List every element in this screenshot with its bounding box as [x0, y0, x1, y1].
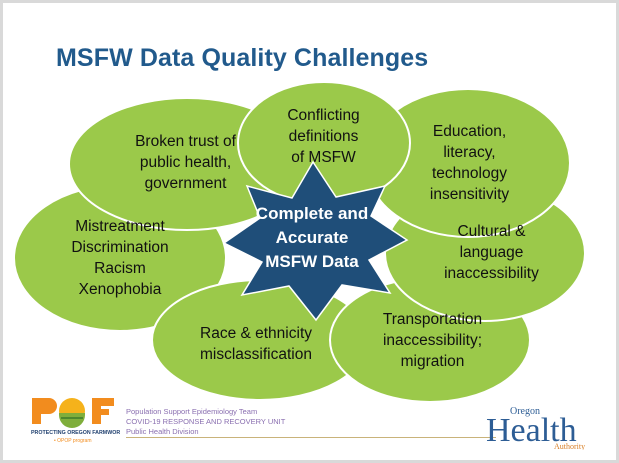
oha-logo-graphic: Oregon Health Authority — [486, 406, 585, 451]
petal-label-cultural: Cultural & language inaccessibility — [444, 223, 539, 282]
center-star — [222, 160, 409, 322]
petal-label-mistreatment: Mistreatment Discrimination Racism Xenop… — [71, 218, 169, 298]
slide-title: MSFW Data Quality Challenges — [56, 44, 429, 72]
footer-text: Population Support Epidemiology Team COV… — [126, 407, 286, 436]
oha-logo-oregon: Oregon — [510, 406, 540, 417]
footer-divider — [126, 437, 496, 438]
pof-logo-graphic: PROTECTING OREGON FARMWORKERS • OPOP pro… — [31, 398, 135, 444]
pof-logo-subtitle: PROTECTING OREGON FARMWORKERS — [31, 430, 120, 436]
oha-logo: Oregon Health Authority — [480, 402, 595, 451]
petal-label-definitions: Conflicting definitions of MSFW — [287, 107, 360, 166]
petal-label-transportation: Transportation inaccessibility; migratio… — [382, 311, 483, 370]
oha-logo-health: Health — [486, 412, 577, 449]
petal-label-race: Race & ethnicity misclassification — [200, 325, 312, 363]
pof-logo-program: • OPOP program — [54, 438, 92, 444]
petal-label-education: Education, literacy, technology insensit… — [429, 123, 510, 203]
petal-label-trust: Broken trust of public health, governmen… — [135, 133, 236, 192]
pof-logo: PROTECTING OREGON FARMWORKERS • OPOP pro… — [30, 396, 135, 446]
oha-logo-authority: Authority — [554, 442, 585, 450]
center-label: Complete and Accurate MSFW Data — [255, 204, 369, 271]
